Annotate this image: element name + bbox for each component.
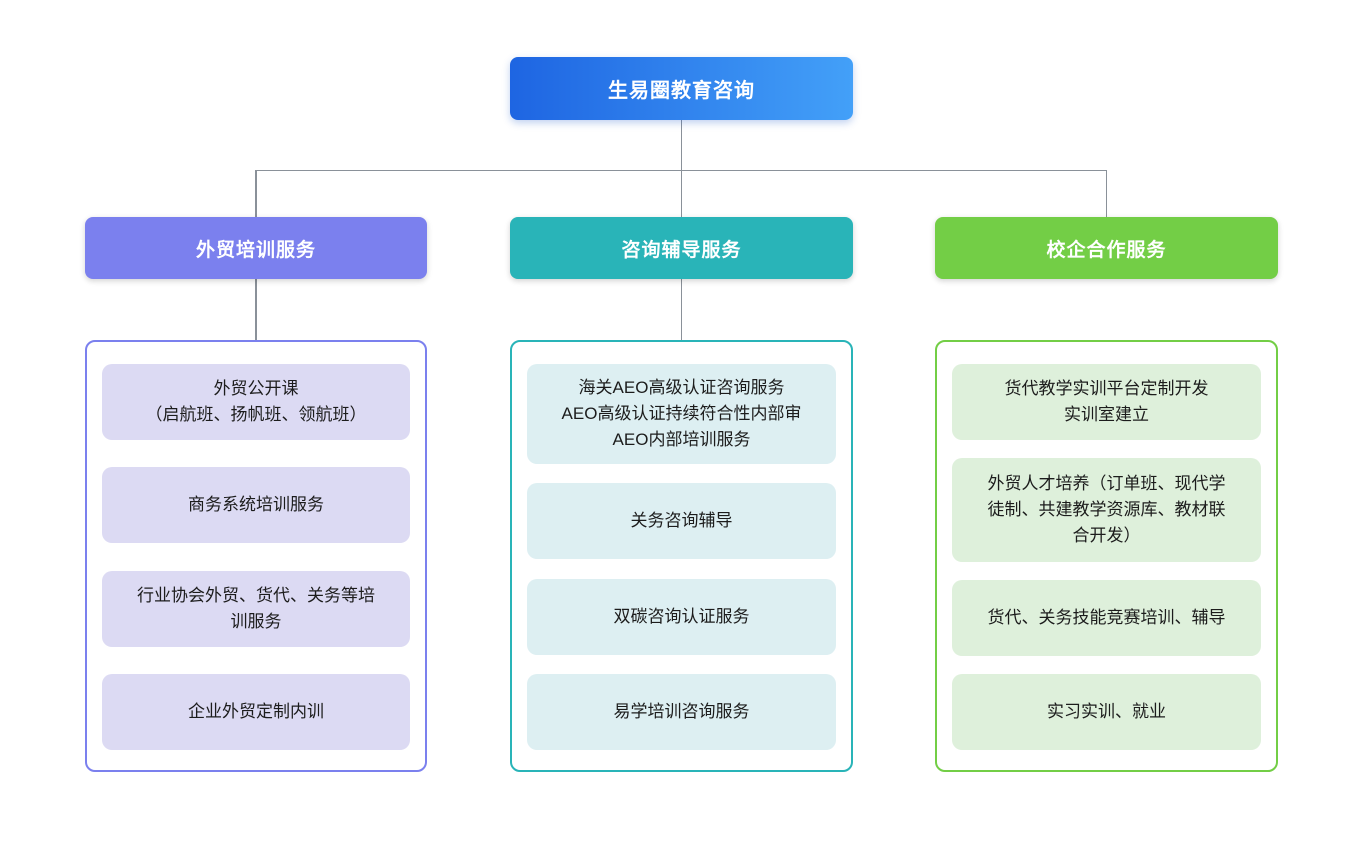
branch-box-trade-training: 外贸公开课 （启航班、扬帆班、领航班） 商务系统培训服务 行业协会外贸、货代、关… xyxy=(85,340,427,772)
connector-drop-mid xyxy=(680,169,682,218)
connector-drop-right xyxy=(1105,169,1107,218)
leaf-item: 实习实训、就业 xyxy=(952,674,1261,750)
connector-drop-left xyxy=(255,169,257,218)
connector-root-down xyxy=(680,120,682,170)
branch-header-consulting: 咨询辅导服务 xyxy=(510,217,853,279)
branch-box-consulting: 海关AEO高级认证咨询服务 AEO高级认证持续符合性内部审 AEO内部培训服务 … xyxy=(510,340,853,772)
branch-box-school-enterprise: 货代教学实训平台定制开发 实训室建立 外贸人才培养（订单班、现代学 徒制、共建教… xyxy=(935,340,1278,772)
leaf-item: 外贸公开课 （启航班、扬帆班、领航班） xyxy=(102,364,410,440)
leaf-item: 货代教学实训平台定制开发 实训室建立 xyxy=(952,364,1261,440)
leaf-item: 货代、关务技能竞赛培训、辅导 xyxy=(952,580,1261,656)
leaf-item: 易学培训咨询服务 xyxy=(527,673,836,750)
leaf-item: 商务系统培训服务 xyxy=(102,467,410,544)
connector-mid-header-to-box xyxy=(680,279,682,340)
leaf-item: 外贸人才培养（订单班、现代学 徒制、共建教学资源库、教材联 合开发） xyxy=(952,458,1261,562)
leaf-item: 行业协会外贸、货代、关务等培 训服务 xyxy=(102,570,410,647)
branch-header-trade-training: 外贸培训服务 xyxy=(85,217,427,279)
connector-left-header-to-box xyxy=(255,279,257,340)
leaf-item: 关务咨询辅导 xyxy=(527,483,836,560)
branch-header-school-enterprise: 校企合作服务 xyxy=(935,217,1278,279)
root-node: 生易圈教育咨询 xyxy=(510,57,853,120)
leaf-item: 双碳咨询认证服务 xyxy=(527,578,836,655)
leaf-item: 海关AEO高级认证咨询服务 AEO高级认证持续符合性内部审 AEO内部培训服务 xyxy=(527,364,836,464)
leaf-item: 企业外贸定制内训 xyxy=(102,673,410,750)
